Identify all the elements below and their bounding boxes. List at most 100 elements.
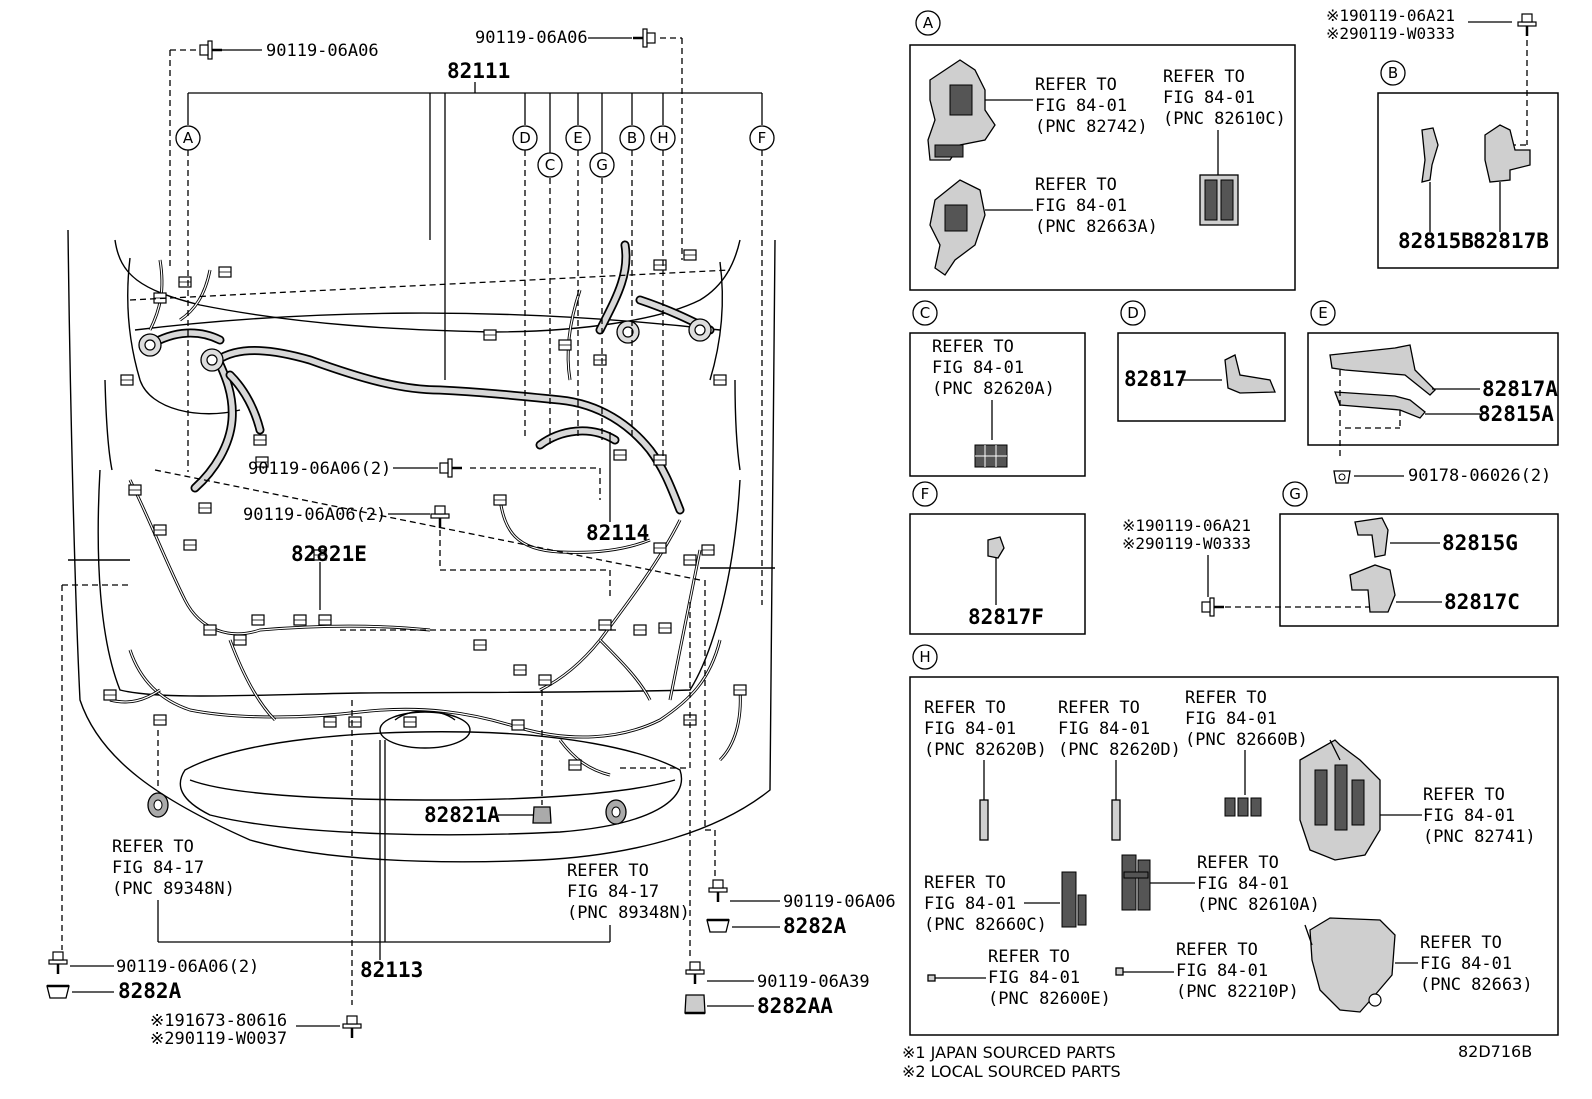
panel-h-r1-line3: (PNC 82620B) <box>924 740 1047 760</box>
bl-bolt-label: 90119-06A06(2) <box>116 957 259 977</box>
panel-a-ref1-line3: (PNC 82742) <box>1035 117 1148 137</box>
bracket-82817a-shape <box>1329 344 1436 396</box>
panel-c-letter-text: C <box>920 304 930 322</box>
panel-e-frame <box>1307 332 1559 446</box>
panel-g-frame <box>1279 513 1559 627</box>
junction-block-part <box>929 179 986 276</box>
panel-b-letter-text: B <box>1388 64 1398 82</box>
callout-g[interactable]: G <box>589 152 615 178</box>
panel-b-frame <box>1377 92 1559 269</box>
panel-h-r9-line3: (PNC 82663) <box>1420 975 1533 995</box>
car-body-outline <box>67 229 776 863</box>
panel-d-letter: D <box>1120 300 1146 326</box>
panel-d-p1: 82817 <box>1124 367 1187 391</box>
panel-h-r2-line1: REFER TO <box>1058 698 1140 718</box>
panel-h-r2-line2: FIG 84-01 <box>1058 719 1150 739</box>
part-82821A-label: 82821A <box>424 803 500 827</box>
panel-d: D 82817 <box>1117 300 1286 422</box>
panel-h: H REFER TO FIG 84-01 (PNC 82620B) REFER … <box>909 644 1559 1036</box>
bolt-mid-2-label: 90119-06A06(2) <box>243 505 386 525</box>
bc-bolt-1-label: ※191673-80616 <box>150 1011 287 1031</box>
panel-c-ref-line2: FIG 84-01 <box>932 358 1024 378</box>
br-clip-2-label: 8282AA <box>757 994 833 1018</box>
panel-b-letter: B <box>1380 60 1406 86</box>
refer-right-line1: REFER TO <box>567 861 649 881</box>
panel-h-letter: H <box>912 644 938 670</box>
connector-82620a <box>974 444 1008 468</box>
relay-set-82610a <box>1121 854 1151 911</box>
br-clip-1-label: 8282A <box>783 914 847 938</box>
panel-a-letter-text: A <box>923 14 934 32</box>
panel-b-p2: 82817B <box>1473 229 1549 253</box>
panel-h-r6-line2: FIG 84-01 <box>1197 874 1289 894</box>
footnote-japan: ※1 JAPAN SOURCED PARTS <box>902 1043 1116 1062</box>
relay-set-82660b <box>1224 797 1262 817</box>
panel-c-ref-line1: REFER TO <box>932 337 1014 357</box>
panel-g-bolt1: ※190119-06A21 <box>1122 516 1251 535</box>
main-fastener-symbols <box>45 27 731 1040</box>
bl-clip-label: 8282A <box>118 979 182 1003</box>
callout-f-label: F <box>758 129 767 147</box>
callout-c-label: C <box>545 156 555 174</box>
refer-left: REFER TO FIG 84-17 (PNC 89348N) <box>112 837 235 899</box>
callout-b[interactable]: B <box>619 125 645 151</box>
panel-b-bolt1: ※190119-06A21 <box>1326 6 1455 25</box>
panel-h-r7-line2: FIG 84-01 <box>988 968 1080 988</box>
fuse-block-82741 <box>1299 739 1381 861</box>
bc-bolt-2-label: ※290119-W0037 <box>150 1029 287 1049</box>
panel-e-nut: 90178-06026(2) <box>1408 466 1551 486</box>
callout-c[interactable]: C <box>537 152 563 178</box>
callout-f[interactable]: F <box>749 125 775 151</box>
panel-e-letter: E <box>1310 300 1336 326</box>
panel-h-r3-line2: FIG 84-01 <box>1185 709 1277 729</box>
panel-h-r4-line1: REFER TO <box>1423 785 1505 805</box>
panel-h-r5-line3: (PNC 82660C) <box>924 915 1047 935</box>
bracket-82817b-shape <box>1484 124 1531 183</box>
panel-f-p1: 82817F <box>968 605 1044 629</box>
panel-a-ref3-line3: (PNC 82663A) <box>1035 217 1158 237</box>
panel-h-r3-line1: REFER TO <box>1185 688 1267 708</box>
panel-a-ref1-line2: FIG 84-01 <box>1035 96 1127 116</box>
panel-h-frame <box>909 676 1559 1036</box>
panel-h-r2-line3: (PNC 82620D) <box>1058 740 1181 760</box>
main-leader-lines <box>61 37 763 1005</box>
panel-h-r4-line2: FIG 84-01 <box>1423 806 1515 826</box>
br-bolt-2-label: 90119-06A39 <box>757 972 870 992</box>
footnote-local: ※2 LOCAL SOURCED PARTS <box>902 1062 1121 1081</box>
refer-left-line2: FIG 84-17 <box>112 858 204 878</box>
callout-h[interactable]: H <box>650 125 676 151</box>
panel-h-r9-line2: FIG 84-01 <box>1420 954 1512 974</box>
panel-h-r8-line1: REFER TO <box>1176 940 1258 960</box>
part-82821E-label: 82821E <box>291 542 367 566</box>
bracket-82815a-shape <box>1334 391 1426 419</box>
engine-wire-harness <box>145 240 715 515</box>
callout-a[interactable]: A <box>175 125 201 151</box>
panel-f-letter: F <box>912 481 938 507</box>
callout-e[interactable]: E <box>565 125 591 151</box>
bracket-82817c-shape <box>1349 564 1396 613</box>
panel-f-frame <box>909 513 1086 635</box>
cover-82663 <box>1304 917 1396 1013</box>
panel-d-letter-text: D <box>1127 304 1139 322</box>
panel-h-r4-line3: (PNC 82741) <box>1423 827 1536 847</box>
refer-left-line3: (PNC 89348N) <box>112 879 235 899</box>
panel-a-ref1-line1: REFER TO <box>1035 75 1117 95</box>
main-labels: 90119-06A06 90119-06A06 82111 90119-06A0… <box>70 28 896 1049</box>
bolt-top-left-label: 90119-06A06 <box>266 41 379 61</box>
panel-f: F 82817F <box>909 481 1086 635</box>
callout-d[interactable]: D <box>512 125 538 151</box>
part-82113-label: 82113 <box>360 958 423 982</box>
refer-right: REFER TO FIG 84-17 (PNC 89348N) <box>567 861 690 923</box>
refer-right-line2: FIG 84-17 <box>567 882 659 902</box>
main-callout-letters: A D C E G B H F <box>175 125 775 178</box>
relay-part-82610c <box>1199 130 1239 226</box>
relay-82660c <box>1061 871 1087 928</box>
fuse-82620d <box>1111 799 1121 841</box>
panel-g-letter-text: G <box>1289 485 1301 503</box>
engine-room-wires <box>109 259 742 777</box>
callout-h-label: H <box>657 129 668 147</box>
panel-e-p1: 82817A <box>1482 377 1558 401</box>
callout-g-label: G <box>596 156 608 174</box>
bracket-82815g-shape <box>1354 517 1389 558</box>
